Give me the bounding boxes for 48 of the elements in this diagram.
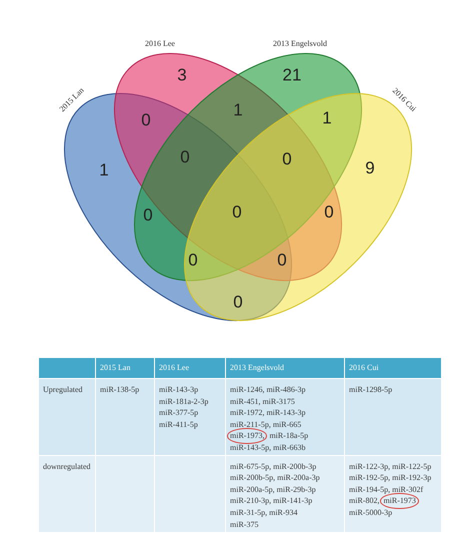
count-label: 0 — [232, 204, 242, 220]
mirna-text: miR-451, miR-3175 — [230, 396, 295, 408]
mirna-text: miR-210-3p, miR-141-3p — [230, 495, 312, 507]
count-label: 0 — [233, 294, 243, 310]
mirna-text: miR-143-3p — [159, 384, 198, 396]
circled-mirna-text: miR-1973 — [380, 493, 419, 509]
count-label: 0 — [180, 148, 190, 166]
count-label: 9 — [365, 160, 375, 176]
mirna-text: miR-411-5p — [159, 418, 198, 430]
column-heading: 2016 Cui — [349, 362, 379, 374]
mirna-text: miR-1246, miR-486-3p — [230, 384, 306, 396]
count-label: 0 — [141, 112, 151, 128]
mirna-text: miR-31-5p, miR-934 — [230, 506, 298, 519]
mirna-text: miR-675-5p, miR-200b-3p — [230, 460, 316, 472]
mirna-text: miR-211-5p, miR-665 — [230, 418, 302, 430]
mirna-text: miR-138-5p — [100, 384, 140, 396]
column-heading: 2015 Lan — [100, 362, 130, 374]
set-label: 2016 Lee — [144, 39, 175, 49]
count-label: 1 — [99, 162, 109, 178]
count-label: 0 — [282, 150, 292, 168]
mirna-text: miR-192-5p, miR-192-3p — [349, 472, 432, 484]
count-label: 0 — [277, 252, 287, 268]
mirna-text: miR-200b-5p, miR-200a-3p — [230, 472, 320, 484]
mirna-text: miR-181a-2-3p — [159, 396, 208, 408]
mirna-text: miR-377-5p — [159, 407, 198, 419]
circled-mirna-text: miR-1973, — [227, 428, 268, 444]
mirna-text: miR-122-3p, miR-122-5p — [349, 460, 432, 472]
count-label: 1 — [322, 110, 332, 126]
mirna-text: miR-143-5p, miR-663b — [230, 442, 306, 454]
count-label: 0 — [143, 206, 153, 224]
set-label: 2013 Engelsvold — [272, 39, 327, 49]
count-label: 21 — [282, 66, 302, 84]
count-label: 0 — [324, 204, 334, 220]
mirna-text: miR-802, — [349, 495, 380, 507]
count-label: 3 — [177, 66, 187, 84]
mirna-text: miR-1298-5p — [349, 384, 392, 396]
column-heading: 2013 Engelsvold — [230, 362, 284, 374]
row-heading: downregulated — [43, 460, 91, 472]
mirna-text: miR-194-5p, miR-302f — [349, 484, 424, 496]
count-label: 0 — [188, 252, 198, 268]
count-label: 1 — [233, 102, 243, 118]
column-heading: 2016 Lee — [159, 362, 189, 374]
mirna-text: miR-18a-5p — [269, 430, 308, 442]
mirna-text: miR-200a-5p, miR-29b-3p — [230, 484, 316, 496]
mirna-text: miR-5000-3p — [349, 506, 392, 519]
mirna-text: miR-1972, miR-143-3p — [230, 407, 306, 419]
row-heading: Upregulated — [43, 384, 83, 396]
mirna-text: miR-375 — [230, 518, 258, 530]
